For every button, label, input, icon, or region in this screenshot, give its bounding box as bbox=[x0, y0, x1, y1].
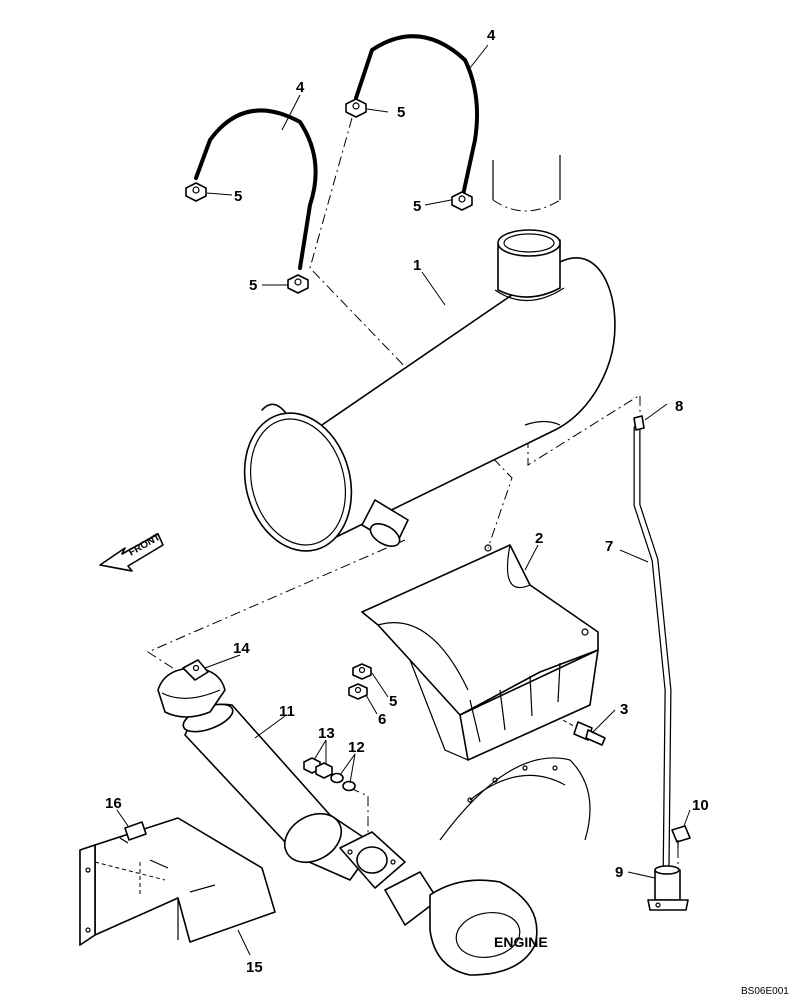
callout-pipe-holder: 9 bbox=[615, 864, 623, 881]
engine-housing bbox=[439, 757, 591, 841]
nut-d bbox=[287, 274, 309, 294]
callout-labels: 1 2 3 4 4 5 5 5 5 5 6 7 8 9 10 11 12 13 … bbox=[105, 27, 789, 997]
callout-muffler: 1 bbox=[413, 257, 421, 274]
u-bolt-left bbox=[194, 108, 318, 270]
u-bolt-right bbox=[354, 34, 480, 197]
callout-bracket: 2 bbox=[535, 530, 543, 547]
callout-fitting: 8 bbox=[675, 398, 683, 415]
pipe-holder bbox=[647, 865, 689, 911]
exhaust-pipe bbox=[182, 703, 538, 976]
lock-washer bbox=[330, 772, 356, 792]
callout-cover: 15 bbox=[246, 959, 263, 976]
cover-bolt bbox=[119, 821, 147, 844]
callout-nut-pipe: 13 bbox=[318, 725, 335, 742]
leader-lines bbox=[116, 44, 691, 956]
muffler bbox=[243, 229, 616, 552]
callout-lock-washer: 12 bbox=[348, 739, 365, 756]
callout-bracket-bolt: 3 bbox=[620, 701, 628, 718]
nut-a bbox=[185, 182, 207, 202]
callout-nut-b: 5 bbox=[397, 104, 405, 121]
callout-washer: 6 bbox=[378, 711, 386, 728]
holder-bolt bbox=[671, 825, 691, 848]
fitting bbox=[633, 415, 645, 431]
cover bbox=[79, 817, 276, 947]
callout-u-bolt-left: 4 bbox=[296, 79, 305, 96]
nut-c bbox=[451, 191, 473, 211]
callout-cover-bolt: 16 bbox=[105, 795, 122, 812]
nut-bracket bbox=[352, 663, 372, 680]
drawing-code: BS06E001 bbox=[741, 986, 789, 997]
bracket-bolt bbox=[573, 721, 606, 746]
callout-clamp: 14 bbox=[233, 640, 250, 657]
nut-b bbox=[345, 98, 367, 118]
callout-drain-pipe: 7 bbox=[605, 538, 613, 555]
callout-nut-bracket: 5 bbox=[389, 693, 397, 710]
callout-u-bolt-right: 4 bbox=[487, 27, 496, 44]
nut-pipe bbox=[303, 757, 333, 779]
callout-holder-bolt: 10 bbox=[692, 797, 709, 814]
callout-nut-a: 5 bbox=[234, 188, 242, 205]
clamp bbox=[157, 659, 226, 718]
washer bbox=[348, 683, 368, 700]
callout-nut-c: 5 bbox=[413, 198, 421, 215]
callout-nut-d: 5 bbox=[249, 277, 257, 294]
muffler-bracket bbox=[361, 544, 599, 761]
drain-pipe bbox=[633, 424, 672, 882]
tailpipe-stack bbox=[492, 155, 561, 200]
engine-label: ENGINE bbox=[494, 934, 548, 950]
front-arrow-icon: FRONT bbox=[99, 532, 164, 572]
callout-exhaust-pipe: 11 bbox=[279, 703, 295, 720]
